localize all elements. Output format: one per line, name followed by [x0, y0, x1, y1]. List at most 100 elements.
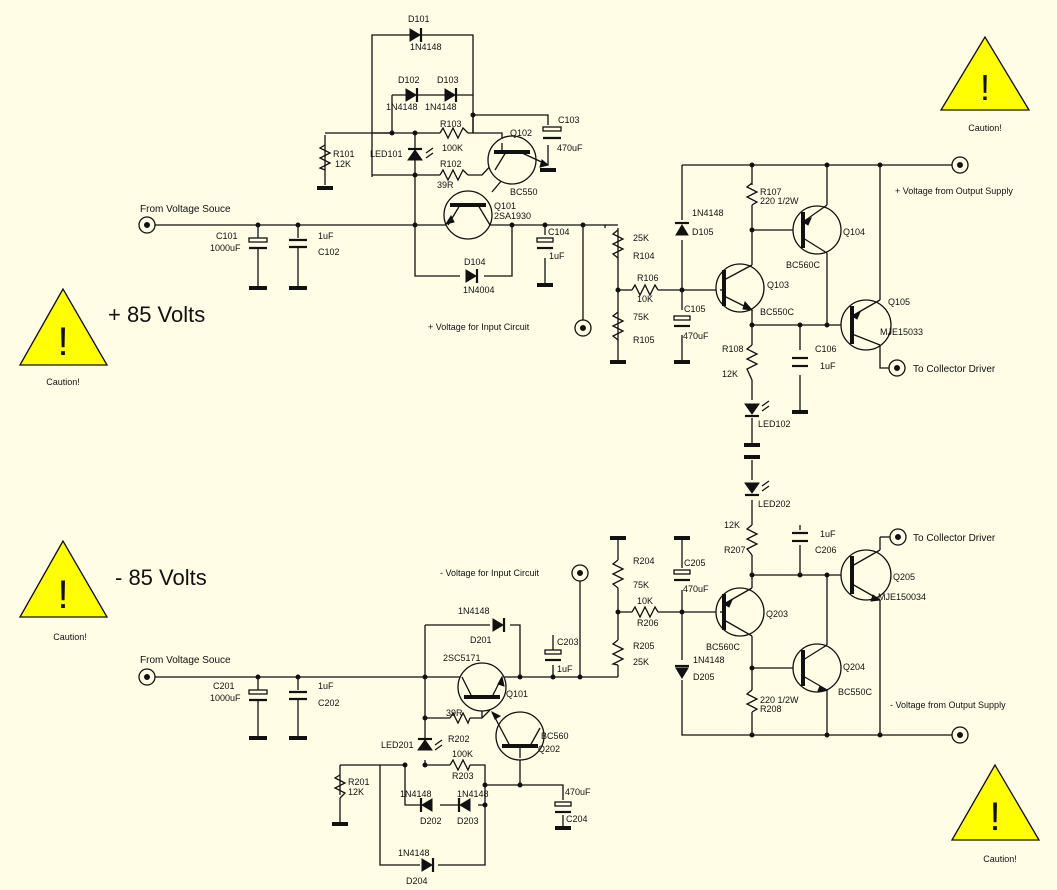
- Q101-transistor: Q101 2SA1930: [443, 190, 531, 240]
- svg-text:1uF: 1uF: [820, 361, 836, 371]
- R201-resistor: R201 12K: [332, 774, 370, 826]
- svg-text:1N4148: 1N4148: [410, 42, 442, 52]
- D105-diode: 1N4148 D105: [675, 208, 724, 237]
- terminal-in-neg: - Voltage for Input Circuit: [440, 564, 589, 582]
- svg-text:Caution!: Caution!: [53, 632, 87, 642]
- R104-resistor: 25K R104: [611, 229, 655, 261]
- svg-text:C204: C204: [566, 814, 588, 824]
- D101-diode: D101 1N4148: [408, 14, 442, 52]
- svg-text:R105: R105: [633, 335, 655, 345]
- terminal-coll2: To Collector Driver: [889, 528, 996, 546]
- svg-text:1000uF: 1000uF: [210, 243, 241, 253]
- C205-capacitor: C205 470uF: [673, 536, 709, 594]
- svg-text:R104: R104: [633, 251, 655, 261]
- C202-capacitor: 1uF C202: [289, 677, 340, 740]
- svg-text:BC550C: BC550C: [838, 687, 873, 697]
- svg-text:D202: D202: [420, 816, 442, 826]
- svg-text:C102: C102: [318, 247, 340, 257]
- svg-text:220 1/2W: 220 1/2W: [760, 695, 799, 705]
- C204-capacitor: 470uF C204: [554, 787, 591, 830]
- svg-text:BC560C: BC560C: [786, 260, 821, 270]
- R108-resistor: R108 12K: [722, 344, 759, 381]
- terminal-out-neg: - Voltage from Output Supply: [890, 700, 1006, 744]
- R202-resistor: 39R R202: [446, 708, 471, 744]
- svg-text:Q102: Q102: [510, 128, 532, 138]
- svg-text:LED101: LED101: [370, 149, 403, 159]
- svg-text:12K: 12K: [335, 159, 351, 169]
- svg-text:C203: C203: [557, 637, 579, 647]
- svg-text:75K: 75K: [633, 580, 649, 590]
- svg-text:1N4148: 1N4148: [692, 208, 724, 218]
- terminal-in-pos: + Voltage for Input Circuit: [428, 319, 592, 337]
- svg-text:- Voltage from Output Supply: - Voltage from Output Supply: [890, 700, 1006, 710]
- svg-text:To Collector Driver: To Collector Driver: [913, 533, 996, 544]
- svg-text:1uF: 1uF: [557, 664, 573, 674]
- svg-text:C202: C202: [318, 698, 340, 708]
- R107-resistor: R107 220 1/2W: [745, 182, 799, 206]
- svg-text:D204: D204: [406, 876, 428, 886]
- terminal-src2: From Voltage Souce: [138, 655, 231, 686]
- D102-diode: D102 1N4148: [386, 75, 420, 112]
- plus-85-volts-label: + 85 Volts: [108, 302, 205, 327]
- D103-diode: D103 1N4148: [425, 75, 459, 112]
- D205-diode: 1N4148 D205: [675, 655, 725, 682]
- svg-text:- Voltage for Input Circuit: - Voltage for Input Circuit: [440, 568, 540, 578]
- svg-text:220 1/2W: 220 1/2W: [760, 196, 799, 206]
- svg-text:!: !: [57, 573, 68, 617]
- svg-text:Q203: Q203: [766, 609, 788, 619]
- svg-text:C206: C206: [815, 545, 837, 555]
- svg-text:1N4148: 1N4148: [457, 789, 489, 799]
- svg-text:Q103: Q103: [767, 280, 789, 290]
- svg-text:C105: C105: [684, 304, 706, 314]
- R203-resistor: 100K R203: [449, 749, 474, 781]
- R103-resistor: R103 100K: [439, 119, 469, 153]
- svg-text:C205: C205: [684, 558, 706, 568]
- R101-resistor: R101 12K: [317, 144, 355, 190]
- C106-capacitor: C106 1uF: [792, 344, 837, 414]
- svg-text:75K: 75K: [633, 312, 649, 322]
- svg-text:1N4148: 1N4148: [400, 789, 432, 799]
- svg-text:!: !: [980, 67, 990, 108]
- Q103-transistor: Q103 BC550C: [715, 263, 795, 317]
- terminal-src1: From Voltage Souce: [138, 204, 231, 234]
- svg-text:C106: C106: [815, 344, 837, 354]
- svg-text:10K: 10K: [637, 294, 653, 304]
- svg-text:Q205: Q205: [893, 572, 915, 582]
- svg-text:470uF: 470uF: [565, 787, 591, 797]
- svg-text:470uF: 470uF: [683, 331, 709, 341]
- junction-dots: [255, 112, 883, 808]
- svg-text:C201: C201: [213, 681, 235, 691]
- svg-text:1N4148: 1N4148: [458, 606, 490, 616]
- svg-text:From Voltage Souce: From Voltage Souce: [140, 204, 231, 215]
- svg-text:12K: 12K: [724, 520, 740, 530]
- Q102-transistor: Q102 BC550: [487, 128, 550, 197]
- svg-text:C103: C103: [558, 115, 580, 125]
- svg-text:39R: 39R: [437, 180, 454, 190]
- svg-text:12K: 12K: [722, 369, 738, 379]
- minus-85-volts-label: - 85 Volts: [115, 565, 207, 590]
- R105-resistor: 75K R105: [610, 311, 655, 364]
- svg-text:1uF: 1uF: [318, 681, 334, 691]
- svg-text:!: !: [989, 795, 1000, 839]
- svg-text:D101: D101: [408, 14, 430, 24]
- C101-capacitor: C101 1000uF: [210, 225, 268, 290]
- svg-text:R106: R106: [637, 273, 659, 283]
- svg-text:R102: R102: [440, 159, 462, 169]
- svg-text:470uF: 470uF: [557, 143, 583, 153]
- svg-text:1000uF: 1000uF: [210, 693, 241, 703]
- C201-capacitor: C201 1000uF: [210, 677, 268, 740]
- Q202-transistor: BC560 Q202: [491, 710, 569, 761]
- Q205-transistor: Q205 MJE150034: [840, 549, 926, 602]
- svg-text:+ Voltage from Output Supply: + Voltage from Output Supply: [895, 186, 1013, 196]
- svg-text:Caution!: Caution!: [968, 123, 1002, 133]
- svg-text:LED201: LED201: [381, 740, 414, 750]
- svg-text:LED102: LED102: [758, 419, 791, 429]
- svg-text:Q202: Q202: [538, 744, 560, 754]
- warning-icon-top-right: ! Caution!: [939, 35, 1031, 133]
- svg-text:R208: R208: [760, 704, 782, 714]
- Q105-transistor: Q105 MJE15033: [840, 297, 923, 351]
- D104-diode: D104 1N4004: [463, 257, 495, 295]
- svg-text:R201: R201: [348, 777, 370, 787]
- svg-text:R207: R207: [724, 545, 746, 555]
